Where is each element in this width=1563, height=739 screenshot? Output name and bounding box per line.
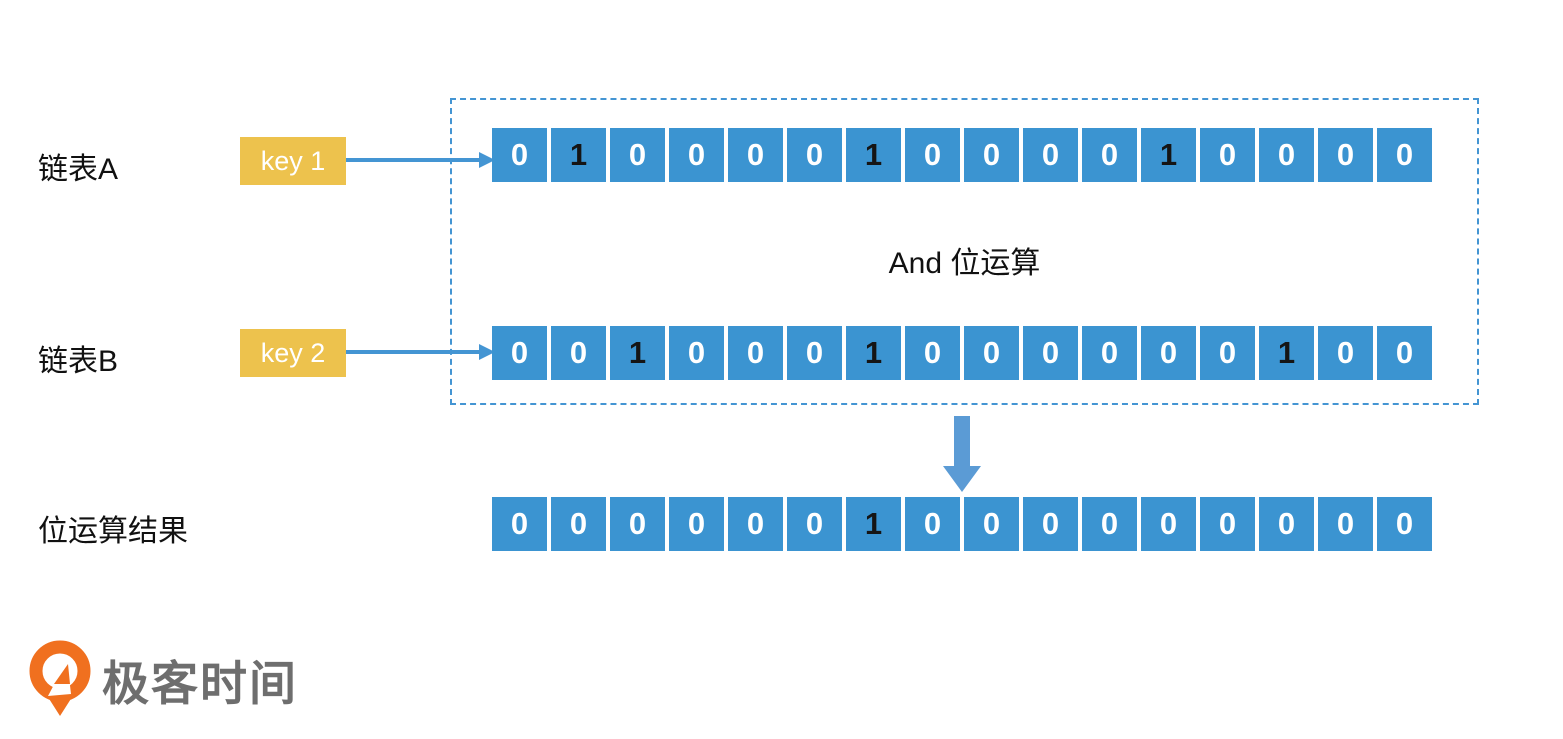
arrow-key1-to-row-a-icon — [346, 152, 495, 168]
and-operation-group-border — [450, 98, 1479, 405]
bit-cell: 0 — [492, 326, 547, 380]
bit-cell: 0 — [905, 326, 960, 380]
bit-cell: 0 — [1200, 128, 1255, 182]
bit-cell: 0 — [1141, 326, 1196, 380]
bit-cell: 1 — [846, 326, 901, 380]
key1-label: key 1 — [260, 145, 326, 176]
bit-cell: 0 — [551, 326, 606, 380]
bit-cell: 0 — [1377, 128, 1432, 182]
bit-cell: 1 — [846, 497, 901, 551]
result-label: 位运算结果 — [38, 515, 188, 548]
logo-text: 极客时间 — [102, 656, 298, 710]
bit-cell: 0 — [610, 497, 665, 551]
bit-cell: 0 — [1082, 497, 1137, 551]
bit-cell: 0 — [669, 497, 724, 551]
bit-cell: 0 — [1377, 497, 1432, 551]
bit-cell: 0 — [728, 128, 783, 182]
bit-cell: 0 — [964, 128, 1019, 182]
bit-cell: 0 — [964, 326, 1019, 380]
key2-box: key 2 — [240, 329, 346, 377]
bit-cell: 0 — [610, 128, 665, 182]
bit-cell: 0 — [1082, 326, 1137, 380]
bit-cell: 0 — [728, 326, 783, 380]
bit-cell: 0 — [492, 497, 547, 551]
bit-cell: 0 — [1377, 326, 1432, 380]
bit-cell: 0 — [492, 128, 547, 182]
bit-cell: 1 — [846, 128, 901, 182]
bit-cell: 0 — [669, 326, 724, 380]
row-b-label: 链表B — [38, 345, 119, 378]
bit-cell: 0 — [728, 497, 783, 551]
bit-cell: 0 — [1259, 128, 1314, 182]
bit-cell: 0 — [1318, 497, 1373, 551]
bit-cell: 0 — [1200, 497, 1255, 551]
bit-cell: 0 — [1318, 326, 1373, 380]
bit-cell: 0 — [905, 497, 960, 551]
geektime-logo-icon — [29, 640, 91, 716]
bit-cell: 0 — [551, 497, 606, 551]
bit-cell: 1 — [1259, 326, 1314, 380]
bit-cell: 0 — [1023, 497, 1078, 551]
key1-box: key 1 — [240, 137, 346, 185]
bit-cell: 0 — [905, 128, 960, 182]
key2-label: key 2 — [260, 337, 326, 368]
bit-cell: 1 — [1141, 128, 1196, 182]
bit-cell: 0 — [1141, 497, 1196, 551]
logo: 极客时间 — [28, 640, 298, 718]
bit-cell: 1 — [610, 326, 665, 380]
bit-cell: 0 — [669, 128, 724, 182]
bit-cell: 0 — [1318, 128, 1373, 182]
bit-cell: 0 — [1023, 128, 1078, 182]
bit-cell: 0 — [1023, 326, 1078, 380]
bit-cell: 0 — [787, 128, 842, 182]
bit-cell: 0 — [787, 326, 842, 380]
operation-label: And 位运算 — [888, 247, 1041, 280]
bit-cell: 0 — [1200, 326, 1255, 380]
down-arrow-icon — [943, 416, 981, 492]
bit-cell: 0 — [787, 497, 842, 551]
bit-cell: 0 — [1082, 128, 1137, 182]
bit-cell: 0 — [1259, 497, 1314, 551]
row-a-label: 链表A — [38, 153, 119, 186]
arrow-key2-to-row-b-icon — [346, 344, 495, 360]
bit-cell: 0 — [964, 497, 1019, 551]
bit-cell: 1 — [551, 128, 606, 182]
